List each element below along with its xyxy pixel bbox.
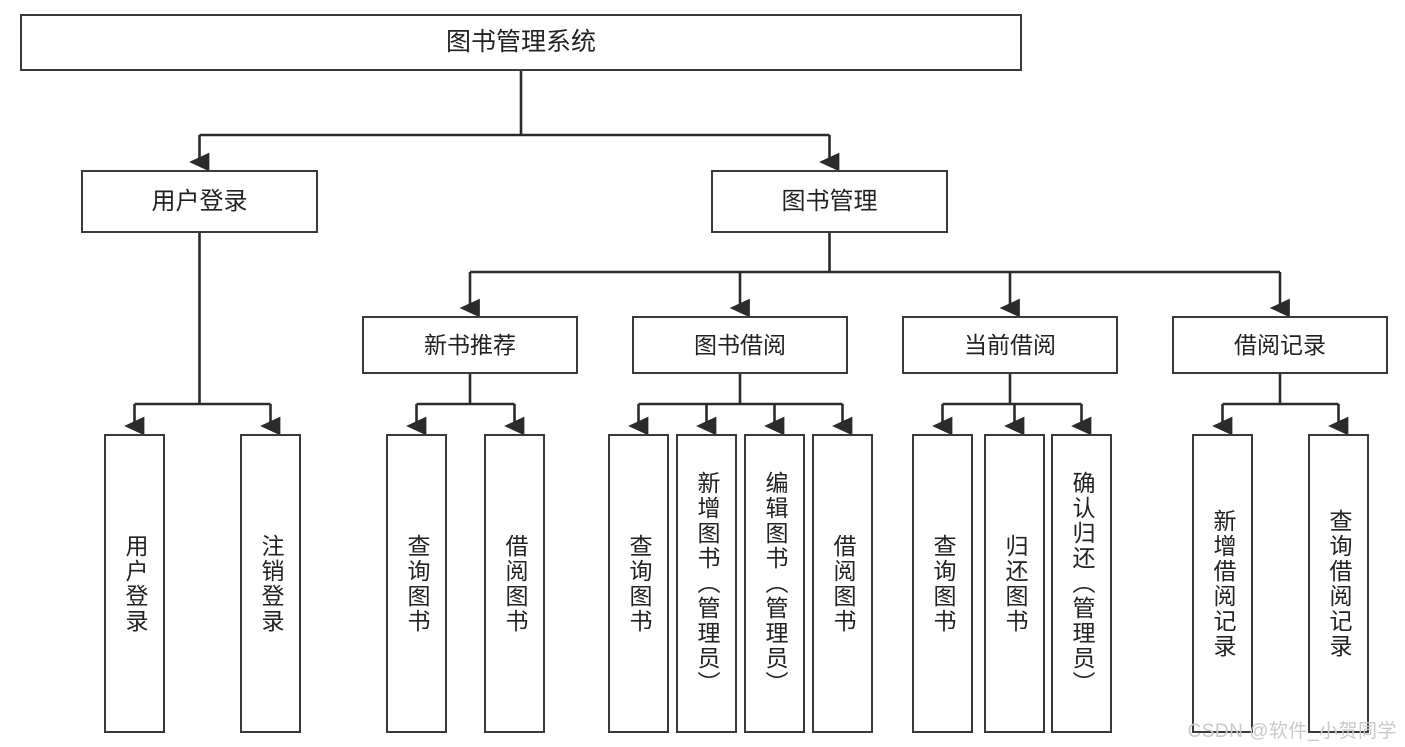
leaf-user-login[interactable]: 用户登录 [104, 434, 165, 733]
leaf-query-book-borrowing-label: 查询图书 [626, 533, 652, 634]
node-current-borrowing-label: 当前借阅 [964, 331, 1056, 358]
node-book-management-label: 图书管理 [781, 187, 878, 215]
leaf-add-book-admin-label: 新增图书（管理员） [694, 471, 720, 696]
leaf-user-login-label: 用户登录 [122, 533, 148, 634]
leaf-confirm-return-admin[interactable]: 确认归还（管理员） [1051, 434, 1112, 733]
node-current-borrowing[interactable]: 当前借阅 [902, 316, 1118, 374]
leaf-logout-label: 注销登录 [258, 533, 284, 634]
node-new-book-recommendation[interactable]: 新书推荐 [362, 316, 578, 374]
leaf-query-borrow-record[interactable]: 查询借阅记录 [1308, 434, 1369, 733]
node-book-borrowing-label: 图书借阅 [694, 331, 786, 358]
node-new-book-recommendation-label: 新书推荐 [424, 331, 516, 358]
node-book-borrowing[interactable]: 图书借阅 [632, 316, 848, 374]
leaf-borrow-book[interactable]: 借阅图书 [812, 434, 873, 733]
leaf-query-borrow-record-label: 查询借阅记录 [1326, 508, 1352, 659]
node-borrow-records-label: 借阅记录 [1234, 331, 1326, 358]
leaf-return-book[interactable]: 归还图书 [984, 434, 1045, 733]
node-root-label: 图书管理系统 [445, 28, 596, 57]
leaf-confirm-return-admin-label: 确认归还（管理员） [1069, 471, 1095, 696]
leaf-edit-book-admin-label: 编辑图书（管理员） [762, 471, 788, 696]
node-user-login[interactable]: 用户登录 [81, 170, 318, 233]
leaf-borrow-book-label: 借阅图书 [830, 533, 856, 634]
leaf-query-book-recommend[interactable]: 查询图书 [386, 434, 447, 733]
leaf-return-book-label: 归还图书 [1002, 533, 1028, 634]
leaf-query-book-borrowing[interactable]: 查询图书 [608, 434, 669, 733]
leaf-add-book-admin[interactable]: 新增图书（管理员） [676, 434, 737, 733]
node-root[interactable]: 图书管理系统 [20, 14, 1022, 71]
leaf-query-book-recommend-label: 查询图书 [404, 533, 430, 634]
leaf-edit-book-admin[interactable]: 编辑图书（管理员） [744, 434, 805, 733]
watermark-text: CSDN @软件_小贺同学 [1187, 721, 1397, 742]
leaf-borrow-book-recommend[interactable]: 借阅图书 [484, 434, 545, 733]
leaf-add-borrow-record-label: 新增借阅记录 [1210, 508, 1236, 659]
node-borrow-records[interactable]: 借阅记录 [1172, 316, 1388, 374]
leaf-query-book-current-label: 查询图书 [930, 533, 956, 634]
node-book-management[interactable]: 图书管理 [711, 170, 948, 233]
leaf-logout[interactable]: 注销登录 [240, 434, 301, 733]
node-user-login-label: 用户登录 [151, 187, 248, 215]
leaf-add-borrow-record[interactable]: 新增借阅记录 [1192, 434, 1253, 733]
leaf-query-book-current[interactable]: 查询图书 [912, 434, 973, 733]
leaf-borrow-book-recommend-label: 借阅图书 [502, 533, 528, 634]
